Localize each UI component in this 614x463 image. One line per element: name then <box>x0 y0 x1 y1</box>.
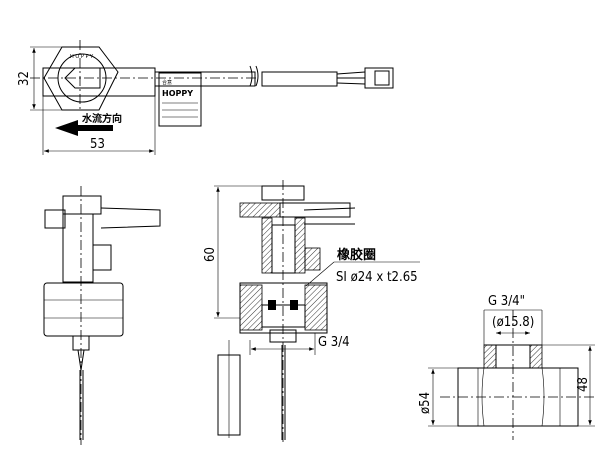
dial-arrow <box>64 67 101 89</box>
seal-spec: SI ø24 x t2.65 <box>336 270 418 285</box>
inner-diameter: (ø15.8) <box>492 315 534 330</box>
pipe-diameter: ø54 <box>418 392 433 414</box>
flow-direction-label: 水流方向 <box>81 112 122 125</box>
side-view <box>43 186 161 445</box>
height-dim-60: 60 <box>203 247 218 262</box>
fitting-view: G 3/4" (ø15.8) 48 ø54 <box>418 294 595 440</box>
height-dim-48: 48 <box>576 377 591 392</box>
section-view: 60 橡胶圈 SI ø24 x t2.65 G 3/4 <box>203 180 420 445</box>
hex-nut <box>43 282 124 337</box>
cable <box>154 71 256 87</box>
top-view: H O P P Y 合意 HOPPY 32 53 水流方向 <box>17 40 394 155</box>
seal-name: 橡胶圈 <box>337 247 376 263</box>
flow-arrow-icon <box>55 120 113 136</box>
body-outline <box>42 67 156 97</box>
dial-brand: H O P P Y <box>70 54 94 60</box>
label-brand: HOPPY <box>162 89 193 98</box>
label-title: 合意 <box>162 79 172 86</box>
width-dim-53: 53 <box>90 137 105 152</box>
connector <box>364 67 394 89</box>
product-label <box>158 72 202 127</box>
thread-g34-inch: G 3/4" <box>488 294 525 309</box>
height-dim-32: 32 <box>17 71 32 86</box>
thread-g34: G 3/4 <box>318 335 350 350</box>
